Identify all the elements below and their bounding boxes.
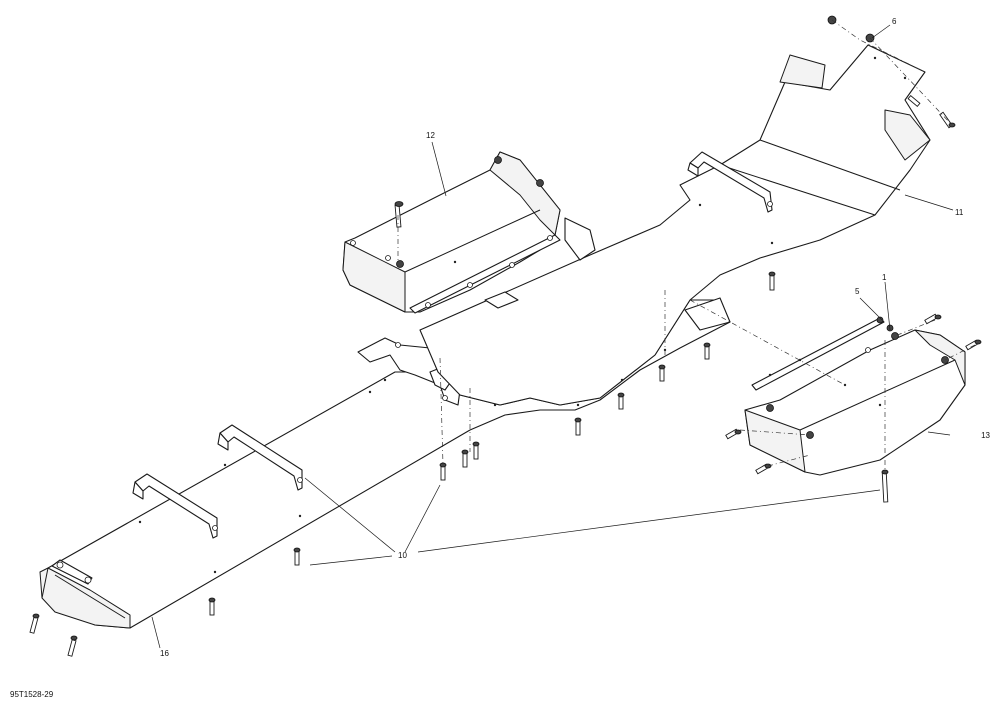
bolt	[768, 271, 776, 291]
bolt	[439, 462, 447, 481]
bolt	[924, 313, 942, 325]
figure-reference: 95T1528-29	[10, 690, 54, 699]
bolt	[461, 449, 469, 468]
assembly-lines	[397, 19, 976, 472]
bolt	[208, 597, 216, 616]
callout-5: 5	[855, 287, 860, 296]
bolt	[725, 428, 742, 440]
callout-11: 11	[955, 208, 964, 217]
callout-13: 13	[981, 431, 990, 440]
callout-10: 10	[398, 551, 407, 560]
bolt	[293, 547, 301, 566]
callout-labels: 1 5 6 10 11 12 13 16	[160, 17, 991, 658]
callout-6: 6	[892, 17, 897, 26]
callout-12: 12	[426, 131, 435, 140]
leader-lines	[151, 24, 954, 649]
bolt	[29, 613, 40, 634]
bolt	[965, 339, 982, 351]
bolt	[907, 94, 921, 108]
callout-16: 16	[160, 649, 169, 658]
bolt	[67, 635, 78, 657]
bolt	[703, 342, 711, 360]
handle-front	[132, 473, 218, 539]
upper-skid-plate	[419, 44, 931, 407]
handle-upper	[687, 151, 773, 213]
side-guard-12	[342, 151, 561, 314]
handle-rear	[217, 424, 303, 491]
side-guard-13	[744, 317, 966, 476]
bolt	[755, 463, 772, 475]
callout-1: 1	[882, 273, 887, 282]
bolt	[574, 417, 582, 436]
bolt	[472, 441, 480, 460]
bolt	[658, 364, 666, 382]
bolt	[617, 392, 625, 410]
bolt	[939, 111, 956, 129]
bolt	[881, 469, 889, 503]
